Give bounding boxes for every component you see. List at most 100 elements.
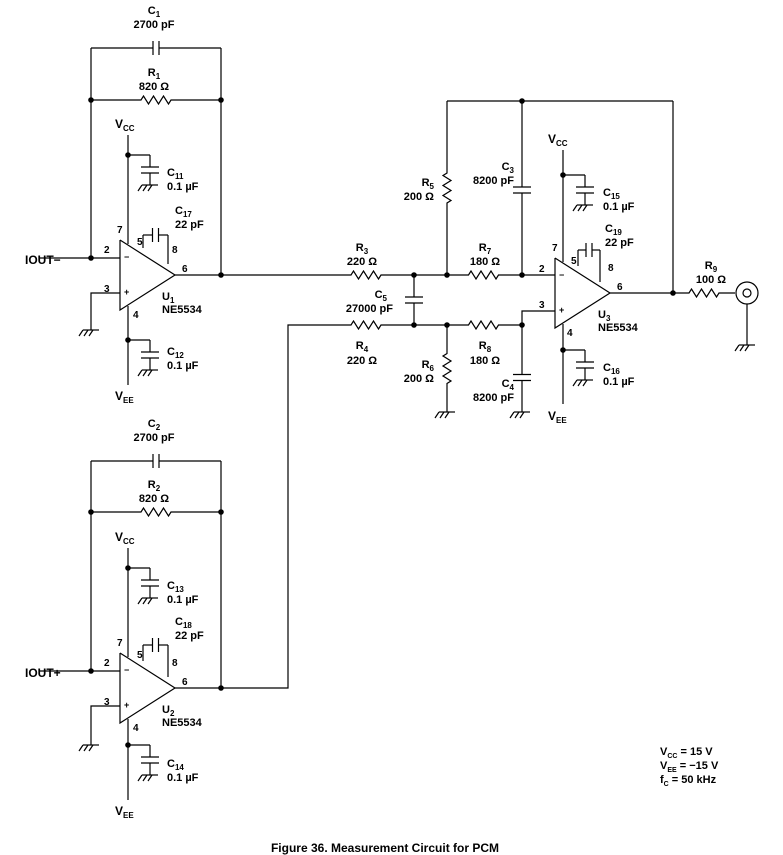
u3-part: NE5534 [598, 322, 639, 334]
opamp-u2 [119, 652, 177, 725]
u2-pin-6: 6 [182, 677, 188, 688]
r9-value: 100 Ω [696, 274, 726, 286]
r3-ref: R3 [356, 242, 369, 256]
c17-ref: C17 [175, 205, 192, 219]
resistor-r8 [461, 319, 506, 331]
opamp-u3 [554, 257, 612, 330]
u2-pin-4: 4 [133, 723, 139, 734]
wires-layer [40, 48, 676, 800]
resistor-r7 [461, 269, 506, 281]
u3-pin-5: 5 [571, 256, 577, 267]
capacitor-c13 [142, 597, 148, 605]
wire [221, 324, 336, 689]
resistor-r9 [673, 287, 735, 299]
u1-pin-8: 8 [172, 245, 178, 256]
noninverting-input-sign: + [124, 287, 129, 297]
u1-pin-6: 6 [182, 264, 188, 275]
capacitor-c14 [147, 774, 153, 782]
capacitor-c12 [137, 369, 143, 377]
wire [506, 310, 555, 326]
vee-label-u1: VEE [115, 389, 134, 405]
c4-ref: C4 [502, 378, 515, 392]
r9-ref: R9 [705, 260, 718, 274]
u1-pin-2: 2 [104, 245, 110, 256]
output-connector [735, 281, 759, 305]
ground-symbol [514, 411, 520, 419]
resistor-r4 [336, 319, 396, 331]
u3-pin-8: 8 [608, 263, 614, 274]
capacitor-c14 [142, 774, 148, 782]
vee-label-u3: VEE [548, 409, 567, 425]
resistor-r3 [336, 269, 396, 281]
c3-value: 8200 pF [473, 175, 514, 187]
ground-symbol [88, 744, 94, 752]
r5-value: 200 Ω [404, 191, 434, 203]
c2-value: 2700 pF [134, 432, 175, 444]
c19-value: 22 pF [605, 237, 634, 249]
resistor-r2 [91, 506, 221, 518]
vcc-label-u2: VCC [115, 530, 135, 546]
u1-pin-4: 4 [133, 310, 139, 321]
u2-pin-5: 5 [137, 650, 143, 661]
c4-value: 8200 pF [473, 392, 514, 404]
condition-vee: VEE = −15 V [660, 760, 719, 774]
u2-part: NE5534 [162, 717, 203, 729]
capacitor-c11 [142, 184, 148, 192]
capacitor-c11 [137, 184, 143, 192]
u1-pin-7: 7 [117, 225, 123, 236]
r6-value: 200 Ω [404, 373, 434, 385]
u2-pin-7: 7 [117, 638, 123, 649]
capacitor-c16 [577, 379, 583, 387]
u1-pin-5: 5 [137, 237, 143, 248]
r7-value: 180 Ω [470, 256, 500, 268]
u3-pin-7: 7 [552, 243, 558, 254]
capacitor-c12 [142, 369, 148, 377]
wire [90, 292, 120, 330]
u1-part: NE5534 [162, 304, 203, 316]
capacitor-c13 [147, 597, 153, 605]
c15-value: 0.1 µF [603, 201, 635, 213]
inverting-input-sign: − [559, 270, 564, 280]
capacitor-c14 [137, 774, 143, 782]
ground-symbol [509, 411, 515, 419]
c15-ref: C15 [603, 187, 620, 201]
vcc-label-u1: VCC [115, 117, 135, 133]
capacitor-c11 [147, 184, 153, 192]
capacitor-c16 [582, 379, 588, 387]
r5-ref: R5 [422, 177, 435, 191]
ground-symbol [439, 411, 445, 419]
c12-ref: C12 [167, 346, 184, 360]
r7-ref: R7 [479, 242, 492, 256]
c13-ref: C13 [167, 580, 184, 594]
ground-symbol [78, 744, 84, 752]
r8-ref: R8 [479, 340, 492, 354]
u3-pin-3: 3 [539, 300, 545, 311]
c2-ref: C2 [148, 418, 161, 432]
ground-symbol [744, 344, 750, 352]
c13-value: 0.1 µF [167, 594, 199, 606]
c17-value: 22 pF [175, 219, 204, 231]
r4-value: 220 Ω [347, 355, 377, 367]
ground-symbol [78, 329, 84, 337]
condition-fc: fC = 50 kHz [660, 774, 717, 788]
u2-pin-8: 8 [172, 658, 178, 669]
inverting-input-sign: − [124, 252, 129, 262]
capacitor-c13 [137, 597, 143, 605]
c12-value: 0.1 µF [167, 360, 199, 372]
opamp-u1 [119, 239, 177, 312]
condition-vcc: VCC = 15 V [660, 746, 713, 760]
c11-ref: C11 [167, 167, 184, 181]
c14-value: 0.1 µF [167, 772, 199, 784]
inverting-input-sign: − [124, 665, 129, 675]
u3-pin-6: 6 [617, 282, 623, 293]
c5-value: 27000 pF [346, 303, 393, 315]
ground-symbol [734, 344, 740, 352]
r2-ref: R2 [148, 479, 161, 493]
c5-ref: C5 [375, 289, 388, 303]
r1-value: 820 Ω [139, 81, 169, 93]
capacitor-c15 [572, 204, 578, 212]
c16-value: 0.1 µF [603, 376, 635, 388]
capacitor-c15 [582, 204, 588, 212]
capacitor-c16 [572, 379, 578, 387]
